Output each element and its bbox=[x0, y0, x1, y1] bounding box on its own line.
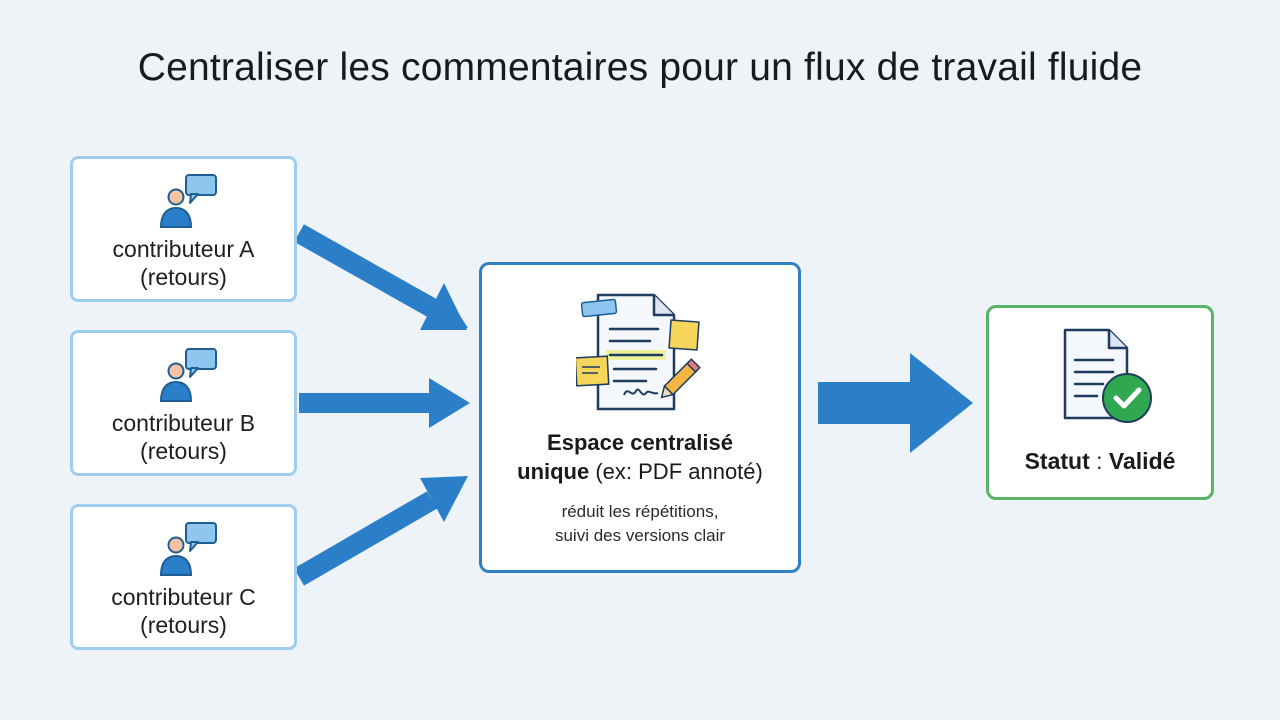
person-comment-icon bbox=[159, 174, 217, 228]
central-subtitle-line1: réduit les répétitions, bbox=[561, 502, 719, 521]
status-label: Statut bbox=[1024, 448, 1090, 474]
central-space-box: Espace centralisé unique (ex: PDF annoté… bbox=[479, 262, 801, 573]
annotated-document-icon bbox=[576, 293, 701, 411]
arrow-b-to-center bbox=[299, 378, 470, 428]
arrow-center-to-status bbox=[818, 353, 973, 453]
central-title-bold-word: unique bbox=[517, 459, 590, 484]
central-title-line2: unique (ex: PDF annoté) bbox=[482, 458, 798, 486]
status-box: Statut : Validé bbox=[986, 305, 1214, 500]
diagram-title: Centraliser les commentaires pour un flu… bbox=[137, 46, 1143, 89]
contributor-b-box: contributeur B (retours) bbox=[70, 330, 297, 476]
status-text: Statut : Validé bbox=[989, 448, 1211, 475]
contributor-a-name: contributeur A bbox=[112, 236, 255, 262]
contributor-b-detail: (retours) bbox=[140, 438, 227, 464]
check-icon bbox=[1102, 373, 1152, 423]
validated-document-icon bbox=[1063, 328, 1152, 423]
arrow-c-to-center bbox=[293, 476, 468, 586]
contributor-c-name: contributeur C bbox=[111, 584, 256, 610]
contributor-b-name: contributeur B bbox=[111, 410, 256, 436]
central-subtitle-line2: suivi des versions clair bbox=[554, 526, 726, 545]
arrow-a-to-center bbox=[294, 224, 468, 330]
central-title-rest: (ex: PDF annoté) bbox=[589, 459, 763, 484]
contributor-c-detail: (retours) bbox=[140, 612, 227, 638]
contributor-c-box: contributeur C (retours) bbox=[70, 504, 297, 650]
status-separator: : bbox=[1089, 448, 1109, 474]
status-value: Validé bbox=[1108, 448, 1176, 474]
person-comment-icon bbox=[159, 348, 217, 402]
contributor-a-box: contributeur A (retours) bbox=[70, 156, 297, 302]
person-comment-icon bbox=[159, 522, 217, 576]
central-title-line1: Espace centralisé bbox=[547, 430, 733, 455]
contributor-a-detail: (retours) bbox=[140, 264, 227, 290]
